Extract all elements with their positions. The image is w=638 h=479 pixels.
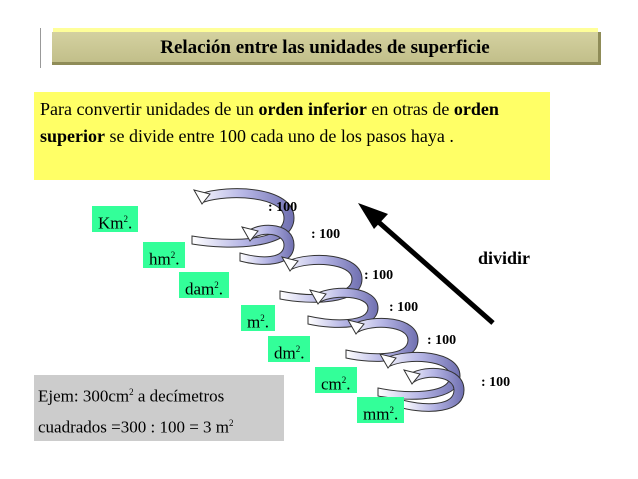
step-label-3: : 100 — [364, 268, 394, 283]
dividir-arrow — [358, 203, 495, 325]
title-bevel-left — [40, 28, 53, 68]
note-text-3: se divide entre 100 cada uno de los paso… — [105, 126, 454, 146]
spiral-arrowhead — [240, 226, 259, 242]
unit-mm: mm2. — [357, 397, 405, 424]
example-line-2: cuadrados =300 : 100 = 3 m2 — [38, 417, 234, 437]
spiral-arrowhead — [378, 353, 397, 369]
spiral-arrowhead — [402, 369, 421, 385]
unit-cm: cm2. — [315, 367, 357, 394]
note-bold-2: orden superior — [40, 99, 499, 146]
step-label-4: : 100 — [389, 300, 419, 315]
unit-dm: dm2. — [268, 336, 311, 363]
spiral-arrowhead — [346, 319, 365, 335]
unit-hm: hm2. — [143, 242, 186, 269]
rule-note: Para convertir unidades de un orden infe… — [34, 92, 550, 180]
spiral-band — [377, 351, 461, 400]
note-text-1: Para convertir unidades de un — [40, 99, 259, 119]
spiral-arrows — [191, 188, 465, 412]
spiral-arrowhead — [308, 289, 327, 305]
spiral-arrowhead — [192, 189, 211, 205]
spiral-band — [345, 317, 419, 362]
example-box: Ejem: 300cm2 a decímetros cuadrados =300 … — [34, 375, 284, 441]
unit-km: Km2. — [92, 206, 139, 233]
spiral-band — [279, 254, 363, 303]
page-title: Relación entre las unidades de superfici… — [160, 37, 490, 58]
step-label-5: : 100 — [427, 333, 457, 348]
note-bold-1: orden inferior — [258, 99, 367, 119]
step-label-6: : 100 — [481, 375, 511, 390]
unit-m: m2. — [241, 305, 275, 332]
example-line-1: Ejem: 300cm2 a decímetros — [38, 386, 225, 406]
spiral-arrowhead — [280, 256, 299, 272]
title-bar: Relación entre las unidades de superfici… — [40, 28, 601, 68]
step-label-2: : 100 — [311, 227, 341, 242]
dividir-label: dividir — [478, 248, 531, 268]
note-text-2: en otras de — [366, 99, 454, 119]
title-face: Relación entre las unidades de superfici… — [52, 32, 601, 65]
spiral-band — [307, 287, 379, 328]
step-label-1: : 100 — [268, 200, 298, 215]
title-bevel-top — [40, 28, 598, 32]
unit-dam: dam2. — [179, 272, 230, 299]
